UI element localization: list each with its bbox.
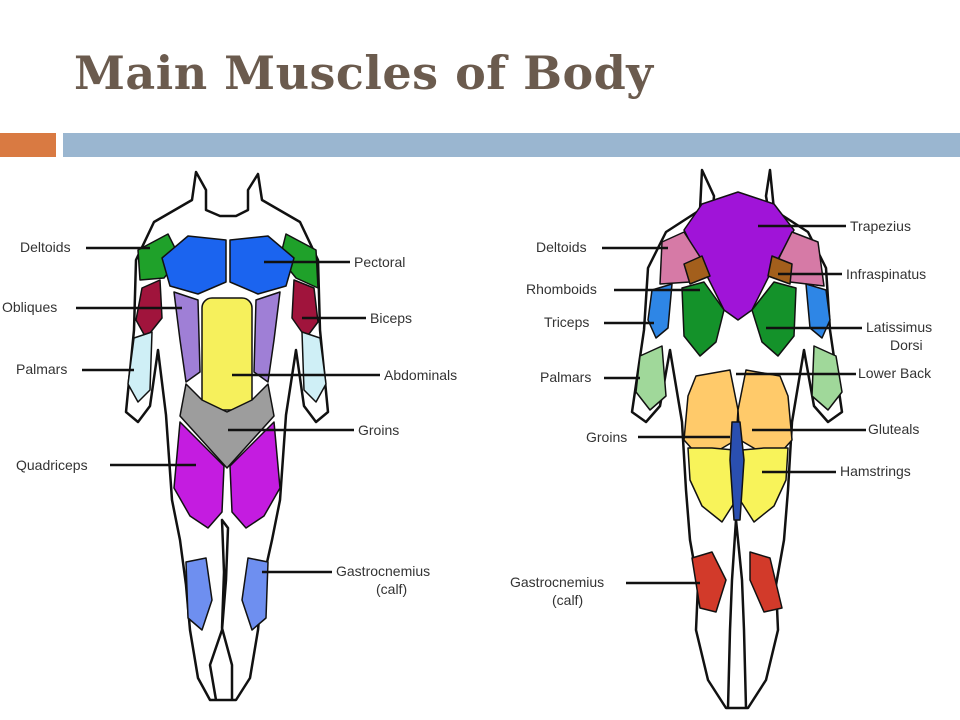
back-latissimus-left — [681, 281, 725, 357]
back-label-trapezius: Trapezius — [850, 218, 911, 234]
front-oblique-right — [253, 291, 281, 383]
back-figure: Deltoids Rhomboids Triceps Palmars Groin… — [510, 168, 932, 710]
front-calf-left — [185, 557, 213, 631]
back-label-palmars: Palmars — [540, 369, 591, 385]
back-infraspinatus-left — [683, 255, 711, 285]
front-label-groins: Groins — [358, 422, 399, 438]
back-palmar-left — [635, 345, 667, 411]
front-biceps-right — [291, 279, 319, 339]
front-label-biceps: Biceps — [370, 310, 412, 326]
front-abdominals — [201, 297, 253, 411]
front-label-palmars: Palmars — [16, 361, 67, 377]
slide-title: Main Muscles of Body — [74, 46, 654, 100]
title-divider-bar — [63, 133, 960, 157]
back-label-dorsi: Dorsi — [890, 337, 923, 353]
front-palmar-right — [301, 331, 327, 403]
back-latissimus-right — [751, 281, 797, 357]
back-hamstring-right — [739, 447, 789, 523]
back-label-infraspinatus: Infraspinatus — [846, 266, 926, 282]
front-label-quadriceps: Quadriceps — [16, 457, 88, 473]
back-calf-right — [749, 551, 783, 613]
back-hamstring-left — [687, 447, 737, 523]
front-label-calf: (calf) — [376, 581, 407, 597]
front-label-gastrocnemius: Gastrocnemius — [336, 563, 430, 579]
back-groin — [729, 421, 745, 521]
back-infraspinatus-right — [767, 255, 793, 285]
muscle-diagram: Deltoids Obliques Palmars Quadriceps Pec… — [2, 168, 932, 710]
front-label-abdominals: Abdominals — [384, 367, 457, 383]
front-label-obliques: Obliques — [2, 299, 57, 315]
title-accent-bar — [0, 133, 56, 157]
front-label-pectoral: Pectoral — [354, 254, 405, 270]
back-label-triceps: Triceps — [544, 314, 589, 330]
front-figure: Deltoids Obliques Palmars Quadriceps Pec… — [2, 170, 457, 702]
back-calf-left — [691, 551, 727, 613]
back-label-latissimus: Latissimus — [866, 319, 932, 335]
back-label-gastrocnemius: Gastrocnemius — [510, 574, 604, 590]
back-triceps-left — [647, 283, 673, 339]
front-oblique-left — [173, 291, 201, 383]
back-label-groins: Groins — [586, 429, 627, 445]
back-label-deltoids: Deltoids — [536, 239, 587, 255]
back-label-gluteals: Gluteals — [868, 421, 919, 437]
front-quadriceps-right — [229, 421, 281, 529]
back-label-calf: (calf) — [552, 592, 583, 608]
back-palmar-right — [811, 345, 843, 411]
back-label-lower-back: Lower Back — [858, 365, 932, 381]
front-calf-right — [241, 557, 269, 631]
front-palmar-left — [127, 331, 153, 403]
front-pectoral-left — [161, 235, 227, 295]
back-label-hamstrings: Hamstrings — [840, 463, 911, 479]
front-quadriceps-left — [173, 421, 225, 529]
front-groin — [179, 383, 275, 469]
front-pectoral-right — [229, 235, 295, 295]
front-label-deltoids: Deltoids — [20, 239, 71, 255]
back-label-rhomboids: Rhomboids — [526, 281, 597, 297]
